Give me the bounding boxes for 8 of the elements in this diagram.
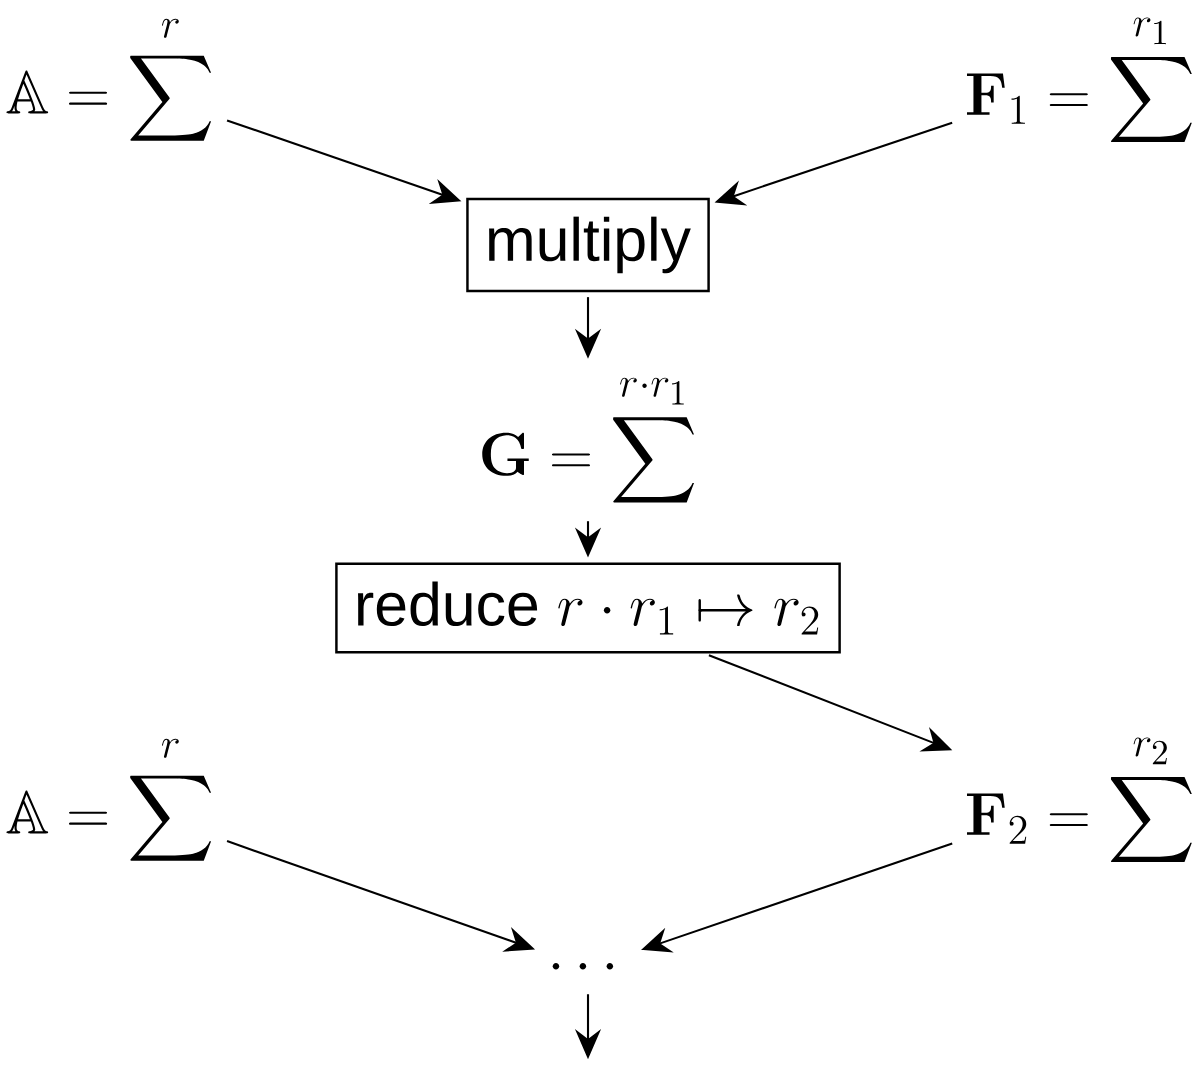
formula: $\mathbf{F}_1 = \sum^{r_1}$ [967,17,1192,143]
formula: $\cdots$ [552,963,614,970]
formula: $\mathbb{A} = \sum^{r}$ [6,18,212,141]
formula: $\mathbb{A} = \sum^{r}$ [6,738,212,861]
process-box: $\text{multiply}$ [466,197,710,293]
process-box: $\text{reduce } r \cdot r_1 \mapsto r_2$ [335,562,841,654]
formula: $\mathbf{F}_2 = \sum^{r_2}$ [967,737,1192,863]
formula: $\mathbf{G} = \sum^{r\cdot r_1}$ [482,377,694,503]
